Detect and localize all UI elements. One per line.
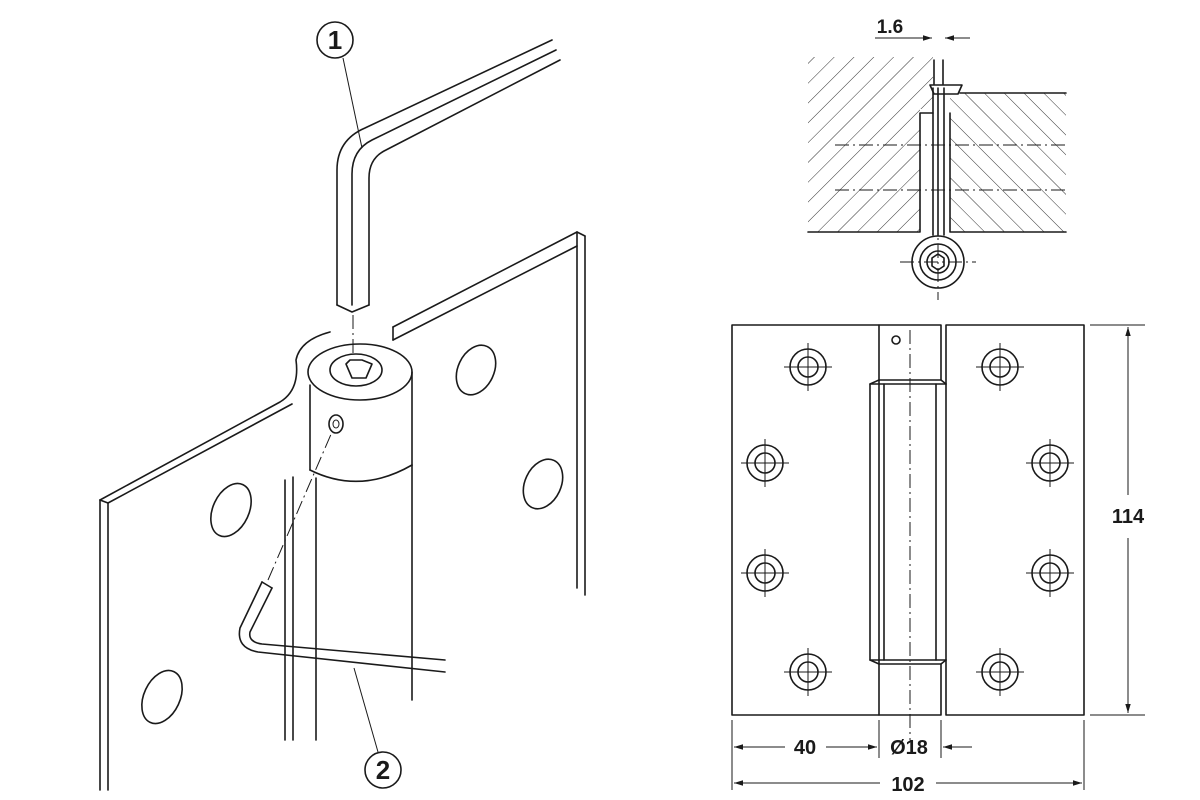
hex-socket xyxy=(345,359,373,379)
dim-total-width-label: 102 xyxy=(891,774,924,796)
callout-1-label: 1 xyxy=(328,25,342,55)
pin-hole xyxy=(891,335,901,345)
dim-pin-diameter-label: Ø18 xyxy=(890,737,928,759)
callout-2-label: 2 xyxy=(376,755,390,785)
dim-gap: 1.6 xyxy=(877,17,903,38)
right-leaf xyxy=(392,231,586,596)
allen-key-2 xyxy=(238,431,446,673)
callout-1: 1 xyxy=(316,21,363,149)
callout-2: 2 xyxy=(353,667,402,789)
section-view: 1.6 xyxy=(807,17,1067,300)
hinge-barrel xyxy=(307,343,413,741)
screw-hole xyxy=(210,482,252,538)
front-view: 114 40 Ø18 102 xyxy=(731,324,1145,796)
dim-height-label: 114 xyxy=(1112,506,1145,528)
perspective-view: 1 2 xyxy=(99,21,586,791)
screw-hole xyxy=(455,344,497,396)
dim-leaf-width-label: 40 xyxy=(794,737,816,759)
screw-hole xyxy=(141,669,183,725)
right-leaf-front xyxy=(945,324,1085,716)
side-hole xyxy=(328,414,344,434)
dim-height: 114 xyxy=(1090,324,1145,716)
left-leaf-front xyxy=(731,324,880,716)
dim-widths: 40 Ø18 102 xyxy=(731,720,1085,796)
left-leaf xyxy=(99,331,331,791)
allen-key-1 xyxy=(336,39,561,355)
screw-holes xyxy=(741,343,1074,696)
screw-hole xyxy=(522,458,564,510)
